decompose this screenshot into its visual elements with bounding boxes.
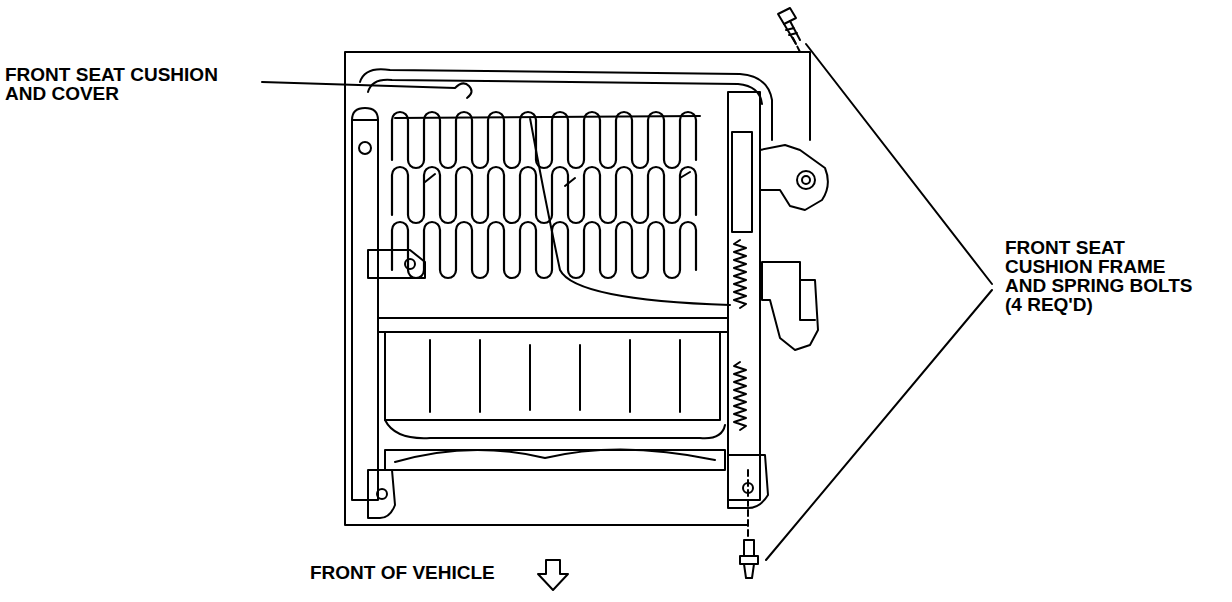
seat-pan — [378, 318, 728, 332]
latch-pin — [405, 259, 415, 269]
pivot-bolt — [797, 171, 815, 189]
seat-spring — [392, 222, 696, 278]
leader-line — [262, 82, 472, 98]
spring-clip — [425, 172, 690, 186]
drawing-part — [740, 556, 758, 564]
tension-spring — [734, 362, 746, 430]
direction-arrow — [538, 560, 568, 590]
outline-frame-right — [800, 52, 810, 140]
rail-hole — [743, 483, 753, 493]
right-seat-rail — [728, 92, 760, 500]
right-upper-block — [732, 132, 752, 232]
rail-hole — [359, 142, 371, 154]
bolt-bottom — [740, 540, 758, 578]
outline-frame — [345, 52, 800, 525]
drawing-part — [784, 21, 800, 44]
seat-spring — [392, 167, 696, 223]
rail-hole — [377, 489, 387, 499]
part-label: FRONT SEAT CUSHION FRAME AND SPRING BOLT… — [1005, 238, 1203, 314]
drawing-part — [744, 564, 754, 578]
frame-top-bar — [360, 69, 772, 140]
seat-pan-front — [385, 420, 725, 438]
drawing-part — [262, 8, 992, 590]
seat-pan — [385, 332, 720, 420]
direction-label: FRONT OF VEHICLE — [310, 563, 530, 582]
frame-top-bar — [368, 80, 762, 104]
left-seat-rail — [352, 108, 378, 120]
bolt-top — [778, 8, 800, 44]
drawing-part — [778, 8, 796, 24]
left-rail-foot — [368, 470, 395, 518]
leader-line — [806, 44, 992, 284]
right-latch — [762, 262, 818, 350]
leader-line — [766, 290, 992, 560]
right-rail-foot — [728, 455, 768, 508]
tension-spring — [734, 240, 746, 308]
recliner-bracket — [760, 145, 828, 210]
left-seat-rail — [352, 120, 378, 500]
front-lip-wire — [395, 449, 715, 462]
front-lip — [385, 450, 725, 470]
right-latch — [800, 280, 815, 320]
pivot-bolt — [802, 176, 810, 184]
bolt-path-bottom — [747, 470, 749, 538]
seat-pan-ribs — [430, 340, 680, 412]
left-latch — [368, 250, 425, 278]
seat-spring — [392, 112, 696, 168]
part-label: FRONT SEAT CUSHION AND COVER — [5, 65, 240, 103]
drawing-part — [744, 540, 754, 556]
